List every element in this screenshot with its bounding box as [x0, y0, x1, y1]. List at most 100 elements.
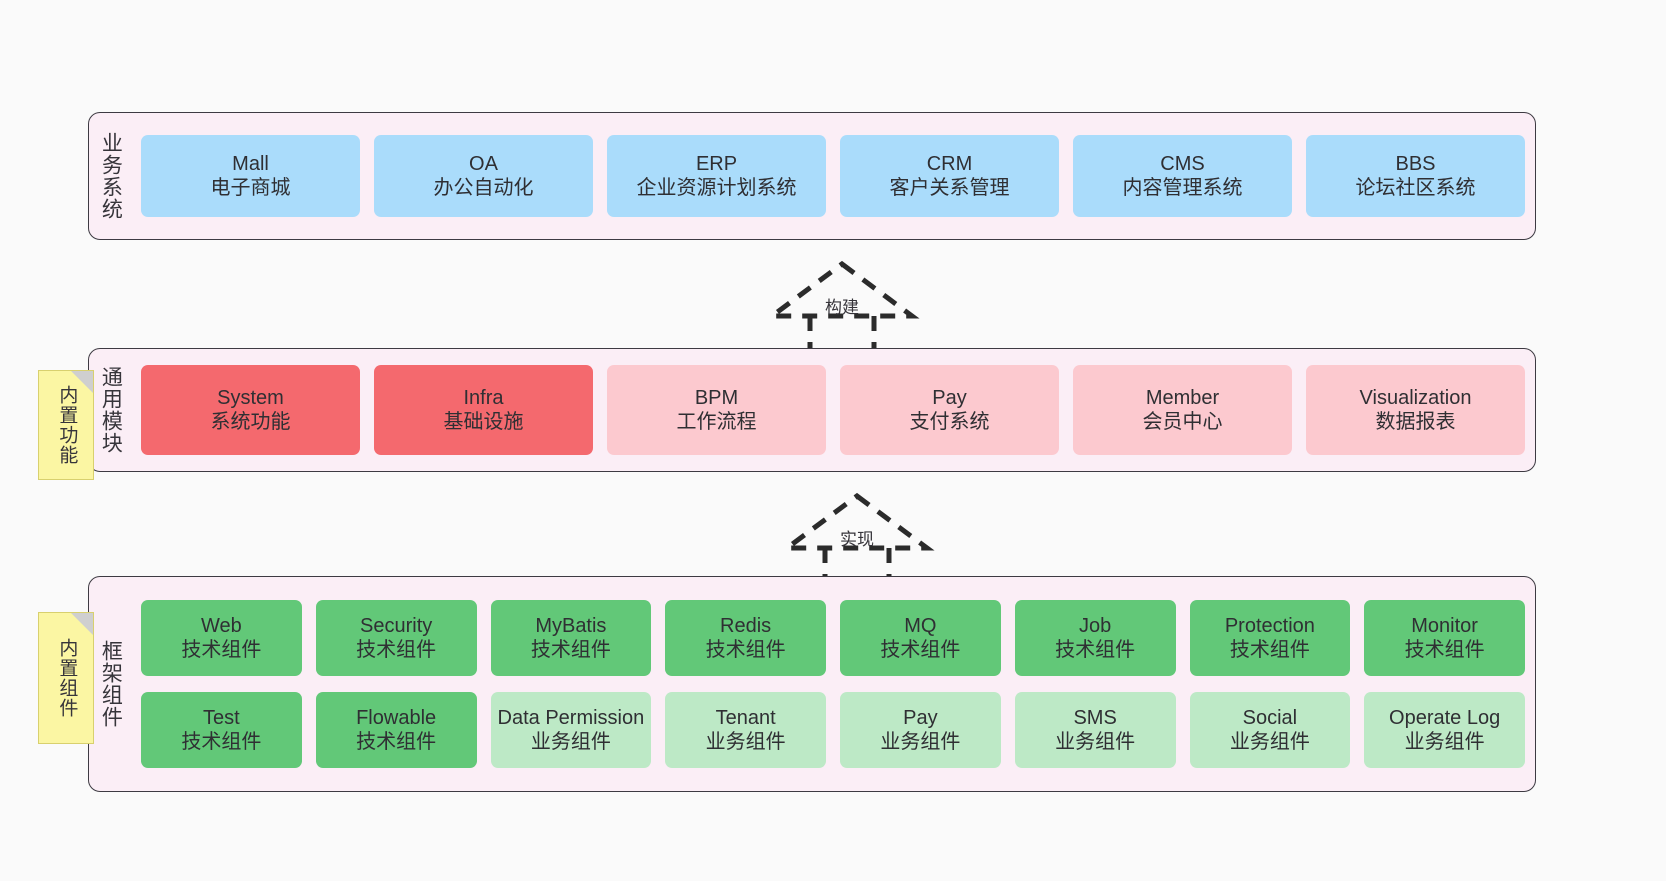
card-data-permission-en: Data Permission [497, 706, 645, 729]
card-protection-cn: 技术组件 [1229, 639, 1310, 661]
card-member[interactable]: Member 会员中心 [1073, 365, 1292, 455]
card-tenant-en: Tenant [715, 706, 776, 729]
card-protection[interactable]: Protection 技术组件 [1189, 600, 1351, 676]
card-pay-component[interactable]: Pay 业务组件 [840, 692, 1001, 768]
card-oa-en: OA [469, 152, 498, 175]
layer-common-module-title: 通用模块 [99, 366, 123, 454]
note-builtin-components-label: 内置组件 [56, 638, 78, 718]
note-fold-icon [71, 613, 93, 635]
card-flowable[interactable]: Flowable 技术组件 [315, 692, 477, 768]
card-pay-module-cn: 支付系统 [909, 411, 990, 433]
card-bpm-en: BPM [694, 386, 739, 409]
card-operate-log-cn: 业务组件 [1404, 731, 1485, 753]
card-tenant[interactable]: Tenant 业务组件 [665, 692, 826, 768]
card-security-en: Security [360, 614, 433, 637]
note-builtin-features: 内置功能 [38, 370, 94, 480]
card-operate-log-en: Operate Log [1389, 706, 1501, 729]
layer-common-module: 通用模块 System 系统功能 Infra 基础设施 BPM 工作流程 Pay… [88, 348, 1536, 472]
card-cms-cn: 内容管理系统 [1122, 177, 1243, 199]
card-infra-en: Infra [463, 386, 504, 409]
card-oa[interactable]: OA 办公自动化 [374, 135, 593, 217]
card-monitor-en: Monitor [1411, 614, 1478, 637]
card-member-cn: 会员中心 [1142, 411, 1223, 433]
card-infra[interactable]: Infra 基础设施 [374, 365, 593, 455]
layer-business-system: 业务系统 Mall 电子商城 OA 办公自动化 ERP 企业资源计划系统 CRM… [88, 112, 1536, 240]
card-infra-cn: 基础设施 [443, 411, 524, 433]
card-data-permission[interactable]: Data Permission 业务组件 [490, 692, 652, 768]
card-web-cn: 技术组件 [181, 639, 262, 661]
card-visualization-en: Visualization [1359, 386, 1472, 409]
layer-business-system-title: 业务系统 [99, 132, 123, 220]
connector-implement-label: 实现 [840, 530, 874, 549]
card-pay-component-cn: 业务组件 [880, 731, 961, 753]
card-member-en: Member [1145, 386, 1220, 409]
card-pay-component-en: Pay [903, 706, 938, 729]
card-crm[interactable]: CRM 客户关系管理 [840, 135, 1059, 217]
card-data-permission-cn: 业务组件 [530, 731, 611, 753]
card-security[interactable]: Security 技术组件 [315, 600, 477, 676]
note-fold-icon [71, 371, 93, 393]
framework-row-tech: Web 技术组件 Security 技术组件 MyBatis 技术组件 Redi… [141, 600, 1525, 676]
card-job[interactable]: Job 技术组件 [1014, 600, 1176, 676]
card-pay-module-en: Pay [932, 386, 967, 409]
card-mybatis-cn: 技术组件 [530, 639, 611, 661]
card-bbs[interactable]: BBS 论坛社区系统 [1306, 135, 1525, 217]
card-monitor-cn: 技术组件 [1404, 639, 1485, 661]
card-security-cn: 技术组件 [356, 639, 437, 661]
card-social-cn: 业务组件 [1229, 731, 1310, 753]
card-redis[interactable]: Redis 技术组件 [665, 600, 826, 676]
layer-framework-component-title: 框架组件 [99, 640, 123, 728]
card-redis-en: Redis [720, 614, 772, 637]
card-sms-en: SMS [1073, 706, 1117, 729]
card-erp-cn: 企业资源计划系统 [636, 177, 797, 199]
card-crm-en: CRM [926, 152, 973, 175]
card-bbs-en: BBS [1395, 152, 1436, 175]
layer-business-system-cards: Mall 电子商城 OA 办公自动化 ERP 企业资源计划系统 CRM 客户关系… [131, 113, 1535, 239]
card-bpm[interactable]: BPM 工作流程 [607, 365, 826, 455]
card-pay-module[interactable]: Pay 支付系统 [840, 365, 1059, 455]
card-web-en: Web [200, 614, 242, 637]
card-social[interactable]: Social 业务组件 [1189, 692, 1351, 768]
card-web[interactable]: Web 技术组件 [141, 600, 302, 676]
card-sms-cn: 业务组件 [1055, 731, 1136, 753]
card-test-cn: 技术组件 [181, 731, 262, 753]
card-visualization[interactable]: Visualization 数据报表 [1306, 365, 1525, 455]
connector-build-arrow: 构建 [762, 258, 922, 354]
card-bpm-cn: 工作流程 [676, 411, 757, 433]
card-job-en: Job [1079, 614, 1112, 637]
framework-row-business: Test 技术组件 Flowable 技术组件 Data Permission … [141, 692, 1525, 768]
card-oa-cn: 办公自动化 [433, 177, 534, 199]
card-mq[interactable]: MQ 技术组件 [840, 600, 1001, 676]
card-mybatis-en: MyBatis [535, 614, 607, 637]
card-job-cn: 技术组件 [1055, 639, 1136, 661]
layer-framework-component-cards: Web 技术组件 Security 技术组件 MyBatis 技术组件 Redi… [131, 577, 1535, 791]
card-mall-cn: 电子商城 [210, 177, 291, 199]
card-mall[interactable]: Mall 电子商城 [141, 135, 360, 217]
card-flowable-cn: 技术组件 [356, 731, 437, 753]
card-mq-en: MQ [904, 614, 937, 637]
card-social-en: Social [1242, 706, 1298, 729]
card-protection-en: Protection [1224, 614, 1315, 637]
card-system[interactable]: System 系统功能 [141, 365, 360, 455]
connector-build-label: 构建 [825, 298, 859, 317]
card-cms[interactable]: CMS 内容管理系统 [1073, 135, 1292, 217]
card-bbs-cn: 论坛社区系统 [1355, 177, 1476, 199]
card-crm-cn: 客户关系管理 [889, 177, 1010, 199]
card-operate-log[interactable]: Operate Log 业务组件 [1364, 692, 1525, 768]
card-erp-en: ERP [695, 152, 738, 175]
card-test[interactable]: Test 技术组件 [141, 692, 302, 768]
card-tenant-cn: 业务组件 [705, 731, 786, 753]
card-redis-cn: 技术组件 [705, 639, 786, 661]
card-erp[interactable]: ERP 企业资源计划系统 [607, 135, 826, 217]
card-system-en: System [217, 386, 284, 409]
card-mall-en: Mall [232, 152, 269, 175]
card-cms-en: CMS [1160, 152, 1205, 175]
card-sms[interactable]: SMS 业务组件 [1014, 692, 1176, 768]
card-visualization-cn: 数据报表 [1375, 411, 1456, 433]
note-builtin-components: 内置组件 [38, 612, 94, 744]
note-builtin-features-label: 内置功能 [56, 385, 78, 465]
connector-implement-arrow: 实现 [777, 490, 937, 586]
card-mybatis[interactable]: MyBatis 技术组件 [490, 600, 652, 676]
card-monitor[interactable]: Monitor 技术组件 [1364, 600, 1525, 676]
